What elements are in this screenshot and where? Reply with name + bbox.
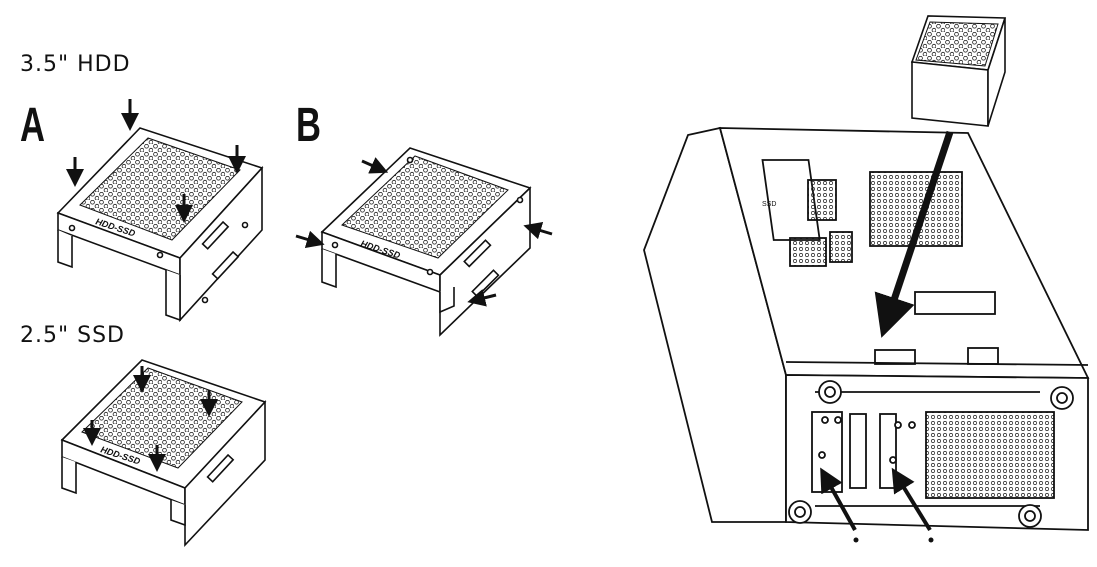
bracket-a-illustration	[56, 127, 264, 323]
step-a-label: A	[20, 99, 45, 152]
pc-case-illustration	[643, 126, 1090, 531]
hdd-size-label: 3.5" HDD	[20, 52, 131, 77]
ssd-size-label: 2.5" SSD	[20, 323, 125, 348]
bracket-a-screw-arrows	[66, 99, 246, 223]
bracket-ssd-screw-arrows	[83, 366, 218, 472]
bracket-b-screw-arrows	[295, 157, 553, 307]
drive-bracket-insert-illustration	[910, 15, 1007, 127]
case-ssd-badge: SSD	[762, 201, 776, 208]
bracket-b-illustration	[320, 147, 532, 337]
step-b-label: B	[296, 99, 321, 152]
insert-direction-arrow	[874, 130, 954, 338]
case-screw-arrows	[820, 467, 932, 532]
bracket-ssd-illustration	[60, 359, 267, 548]
case-screws	[853, 537, 934, 543]
